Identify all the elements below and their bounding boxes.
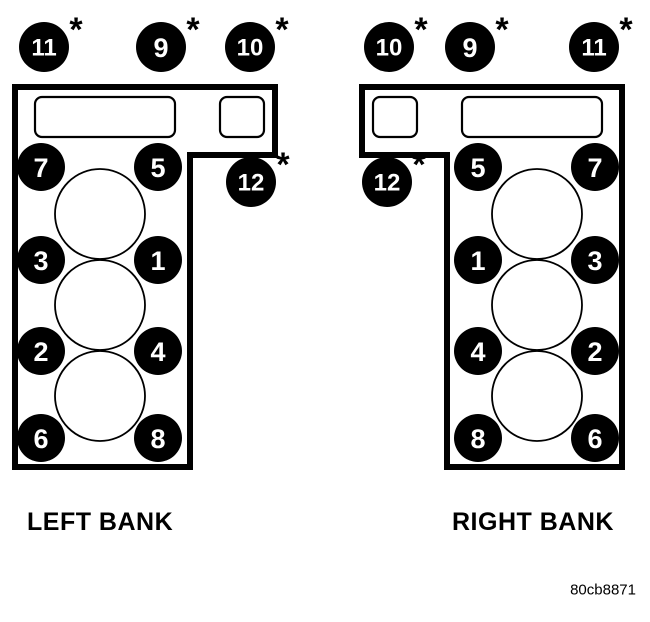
plug-marker-label: 4 xyxy=(470,337,485,367)
right-bank-caption: RIGHT BANK xyxy=(452,508,614,536)
right-bank-cylinder-bore xyxy=(491,168,583,260)
plug-marker-circle xyxy=(17,143,65,191)
left-bank-plug-8[interactable]: 8 xyxy=(134,414,182,462)
plug-marker-label: 11 xyxy=(581,35,606,62)
plug-marker-circle xyxy=(454,414,502,462)
left-bank-top-marker-9[interactable]: 9 * xyxy=(136,11,200,72)
left-bank-group: 11 * 9 * 10 * 12 * 7 xyxy=(12,11,290,536)
right-bank-top-marker-11[interactable]: 11 * xyxy=(569,11,633,72)
plug-marker-circle xyxy=(136,22,186,72)
plug-marker-label: 7 xyxy=(33,153,48,183)
right-bank-plug-1[interactable]: 1 xyxy=(454,236,502,284)
asterisk-icon: * xyxy=(495,11,509,49)
left-bank-cylinder-bore xyxy=(54,350,146,442)
right-bank-plug-7[interactable]: 7 xyxy=(571,143,619,191)
plug-marker-label: 8 xyxy=(470,424,485,454)
plug-marker-label: 12 xyxy=(238,170,265,197)
left-bank-plug-3[interactable]: 3 xyxy=(17,236,65,284)
plug-marker-circle xyxy=(362,157,412,207)
right-bank-cylinder-bore xyxy=(491,259,583,351)
right-bank-top-marker-9[interactable]: 9 * xyxy=(445,11,509,72)
plug-marker-label: 6 xyxy=(33,424,48,454)
left-bank-cylinder-bore xyxy=(54,259,146,351)
plug-marker-circle xyxy=(571,414,619,462)
plug-marker-circle xyxy=(364,22,414,72)
plug-marker-circle xyxy=(17,414,65,462)
asterisk-icon: * xyxy=(186,11,200,49)
right-bank-plug-5[interactable]: 5 xyxy=(454,143,502,191)
plug-marker-circle xyxy=(571,143,619,191)
plug-marker-label: 3 xyxy=(33,246,48,276)
plug-marker-circle xyxy=(445,22,495,72)
plug-marker-label: 11 xyxy=(31,35,56,62)
left-bank-plug-6[interactable]: 6 xyxy=(17,414,65,462)
plug-marker-circle xyxy=(226,157,276,207)
plug-marker-label: 9 xyxy=(153,33,168,63)
plug-marker-circle xyxy=(571,236,619,284)
plug-marker-label: 8 xyxy=(150,424,165,454)
asterisk-icon: * xyxy=(275,11,289,49)
plug-marker-label: 1 xyxy=(150,246,165,276)
plug-marker-circle xyxy=(17,236,65,284)
plug-marker-label: 5 xyxy=(470,153,485,183)
plug-marker-circle xyxy=(134,327,182,375)
right-bank-top-marker-10[interactable]: 10 * xyxy=(364,11,428,72)
plug-marker-label: 12 xyxy=(374,170,401,197)
plug-marker-circle xyxy=(454,236,502,284)
plug-marker-label: 5 xyxy=(150,153,165,183)
plug-marker-label: 7 xyxy=(587,153,602,183)
left-bank-plug-7[interactable]: 7 xyxy=(17,143,65,191)
right-bank-valve-cover xyxy=(460,95,604,139)
right-bank-cylinder-bore xyxy=(491,350,583,442)
right-bank-plug-4[interactable]: 4 xyxy=(454,327,502,375)
right-bank-side-marker-12[interactable]: 12 * xyxy=(362,146,426,207)
left-bank-top-marker-11[interactable]: 11 * xyxy=(19,11,83,72)
right-bank-plug-6[interactable]: 6 xyxy=(571,414,619,462)
asterisk-icon: * xyxy=(414,11,428,49)
right-bank-accessory-cover xyxy=(371,95,419,139)
plug-marker-label: 6 xyxy=(587,424,602,454)
left-bank-plug-5[interactable]: 5 xyxy=(134,143,182,191)
plug-marker-label: 2 xyxy=(587,337,602,367)
asterisk-icon: * xyxy=(412,146,426,184)
right-bank-plug-2[interactable]: 2 xyxy=(571,327,619,375)
right-bank-plug-3[interactable]: 3 xyxy=(571,236,619,284)
plug-marker-circle xyxy=(19,22,69,72)
left-bank-valve-cover xyxy=(33,95,177,139)
asterisk-icon: * xyxy=(619,11,633,49)
plug-marker-circle xyxy=(454,143,502,191)
left-bank-side-marker-12[interactable]: 12 * xyxy=(226,146,290,207)
plug-marker-circle xyxy=(134,414,182,462)
plug-marker-circle xyxy=(225,22,275,72)
right-bank-plug-8[interactable]: 8 xyxy=(454,414,502,462)
plug-marker-label: 9 xyxy=(462,33,477,63)
figure-reference-code: 80cb8871 xyxy=(570,582,636,599)
right-bank-group: 10 * 9 * 11 * 12 * 5 xyxy=(359,11,633,536)
left-bank-top-marker-10[interactable]: 10 * xyxy=(225,11,289,72)
left-bank-cylinder-bore xyxy=(54,168,146,260)
plug-marker-label: 3 xyxy=(587,246,602,276)
plug-marker-label: 10 xyxy=(237,35,264,62)
plug-marker-circle xyxy=(17,327,65,375)
left-bank-caption: LEFT BANK xyxy=(27,508,173,536)
left-bank-plug-1[interactable]: 1 xyxy=(134,236,182,284)
asterisk-icon: * xyxy=(69,11,83,49)
plug-marker-circle xyxy=(134,143,182,191)
plug-marker-label: 4 xyxy=(150,337,165,367)
plug-marker-label: 1 xyxy=(470,246,485,276)
plug-marker-circle xyxy=(569,22,619,72)
plug-marker-label: 10 xyxy=(376,35,403,62)
left-bank-plug-4[interactable]: 4 xyxy=(134,327,182,375)
plug-marker-circle xyxy=(134,236,182,284)
plug-marker-label: 2 xyxy=(33,337,48,367)
plug-marker-circle xyxy=(571,327,619,375)
left-bank-accessory-cover xyxy=(218,95,266,139)
left-bank-plug-2[interactable]: 2 xyxy=(17,327,65,375)
asterisk-icon: * xyxy=(276,146,290,184)
plug-marker-circle xyxy=(454,327,502,375)
